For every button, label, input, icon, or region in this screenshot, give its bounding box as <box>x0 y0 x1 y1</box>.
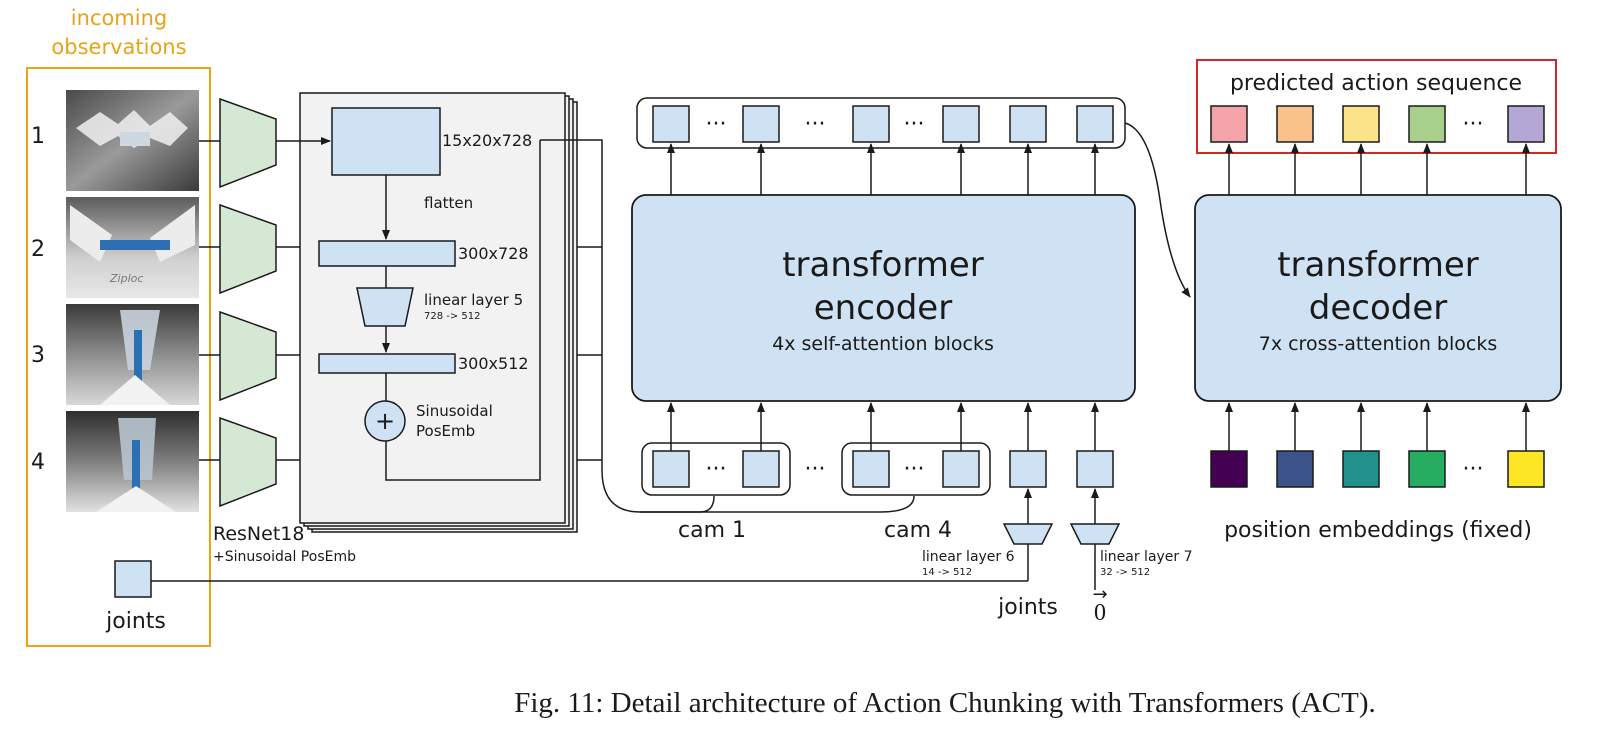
ziploc-label: Ziploc <box>109 272 143 285</box>
feature-map-block <box>331 107 441 176</box>
linear-layer-6-trapezoid <box>1002 523 1054 545</box>
encoder-block <box>631 194 1136 402</box>
encoder-joints-label: joints <box>997 595 1058 620</box>
pos-embedding-3 <box>1342 450 1380 488</box>
zero-token <box>1076 450 1114 488</box>
transformer-decoder: predicted action sequence ··· transforme… <box>1194 59 1562 543</box>
resnet-trapezoid-3 <box>219 310 277 402</box>
pos-embedding-2 <box>1276 450 1314 488</box>
posemb-plus-circle <box>364 400 406 442</box>
resnet-trapezoid-2 <box>219 203 277 295</box>
cam1-label: cam 1 <box>678 518 746 543</box>
encoder-output-token-3 <box>852 105 890 143</box>
encoder-output-token-4 <box>942 105 980 143</box>
action-sequence-box <box>1196 59 1557 154</box>
observations-frame <box>26 67 211 647</box>
zero-vector-arrow: → <box>1092 584 1107 605</box>
encoder-subtitle: 4x self-attention blocks <box>772 333 994 355</box>
cam4-label: cam 4 <box>884 518 952 543</box>
cam4-ellipsis: ··· <box>904 457 925 482</box>
figure-caption: Fig. 11: Detail architecture of Action C… <box>514 687 1376 719</box>
encoder-title-line1: transformer <box>782 245 984 285</box>
camera-number-3: 3 <box>31 343 45 368</box>
encoder-output-ellipsis-2: ··· <box>805 112 826 137</box>
decoder-subtitle: 7x cross-attention blocks <box>1259 333 1498 355</box>
decoder-title-line2: decoder <box>1309 288 1447 328</box>
encoder-output-ellipsis-3: ··· <box>904 112 925 137</box>
linear-layer-7-label: linear layer 7 <box>1100 549 1193 565</box>
camera-number-2: 2 <box>31 237 45 262</box>
joints-token <box>1009 450 1047 488</box>
cam1-token-first <box>652 450 690 488</box>
resnet-backbones: ResNet18 +Sinusoidal PosEmb <box>213 97 356 565</box>
posemb-label-line1: Sinusoidal <box>416 402 493 420</box>
pos-embedding-1 <box>1210 450 1248 488</box>
linear-layer-5-trapezoid <box>356 287 414 327</box>
resnet-label: ResNet18 <box>213 523 304 545</box>
resnet-trapezoid-1 <box>219 97 277 189</box>
flattened-dims: 300x728 <box>458 244 529 263</box>
action-token-1 <box>1210 105 1248 143</box>
resnet-trapezoid-4 <box>219 416 277 508</box>
action-token-3 <box>1342 105 1380 143</box>
observations-title-line1: incoming <box>71 6 167 30</box>
camera-image-3 <box>66 304 199 405</box>
cam-groups-ellipsis: ··· <box>805 457 826 482</box>
linear-layer-6-dims: 14 -> 512 <box>922 567 972 578</box>
action-token-2 <box>1276 105 1314 143</box>
encoder-output-token-5 <box>1009 105 1047 143</box>
linear-layer-5-dims: 728 -> 512 <box>424 311 481 322</box>
encoder-output-token-2 <box>742 105 780 143</box>
projected-dims: 300x512 <box>458 354 529 373</box>
joints-input-box <box>114 560 152 598</box>
linear-layer-6-label: linear layer 6 <box>922 549 1015 565</box>
cam4-token-last <box>942 450 980 488</box>
action-token-4 <box>1408 105 1446 143</box>
cam1-ellipsis: ··· <box>706 457 727 482</box>
decoder-block <box>1194 194 1562 402</box>
feature-map-dims: 15x20x728 <box>442 131 532 150</box>
action-ellipsis: ··· <box>1463 112 1484 137</box>
camera-connectors <box>199 137 915 513</box>
linear-layer-5-label: linear layer 5 <box>424 291 523 309</box>
camera-number-1: 1 <box>31 124 45 149</box>
encoder-to-decoder-arrow <box>1124 122 1191 298</box>
decoder-title-line1: transformer <box>1277 245 1479 285</box>
encoder-output-token-6 <box>1076 105 1114 143</box>
encoder-title-line2: encoder <box>814 288 952 328</box>
line-plus-out <box>385 140 541 481</box>
flattened-block <box>318 240 456 267</box>
transformer-encoder: ··· ··· ··· transformer encoder 4x self-… <box>151 97 1193 626</box>
action-sequence-label: predicted action sequence <box>1230 71 1522 96</box>
pos-embedding-ellipsis: ··· <box>1463 457 1484 482</box>
camera-image-1 <box>66 90 199 191</box>
pos-embedding-label: position embeddings (fixed) <box>1224 518 1532 543</box>
camera-image-4 <box>66 411 199 512</box>
projected-block <box>318 353 456 374</box>
feature-panels: 15x20x728 flatten 300x728 linear layer 5… <box>299 92 578 533</box>
observations-title-line2: observations <box>51 35 186 59</box>
pos-embedding-5 <box>1507 450 1545 488</box>
resnet-sublabel: +Sinusoidal PosEmb <box>213 549 356 565</box>
linear-layer-7-dims: 32 -> 512 <box>1100 567 1150 578</box>
posemb-label-line2: PosEmb <box>416 422 475 440</box>
linear-layer-7-trapezoid <box>1069 523 1121 545</box>
cam4-token-first <box>852 450 890 488</box>
action-token-5 <box>1507 105 1545 143</box>
zero-vector-label: 0 <box>1094 600 1106 626</box>
pos-embedding-4 <box>1408 450 1446 488</box>
camera-number-4: 4 <box>31 450 45 475</box>
encoder-output-ellipsis-1: ··· <box>706 112 727 137</box>
camera-image-2: Ziploc <box>66 197 199 298</box>
cam1-token-last <box>742 450 780 488</box>
joints-input-label: joints <box>105 609 166 634</box>
posemb-plus-symbol: + <box>375 407 395 435</box>
observations-panel: incoming observations 1 2 3 4 Ziploc <box>26 6 211 647</box>
flatten-label: flatten <box>424 194 473 212</box>
encoder-output-token-1 <box>652 105 690 143</box>
